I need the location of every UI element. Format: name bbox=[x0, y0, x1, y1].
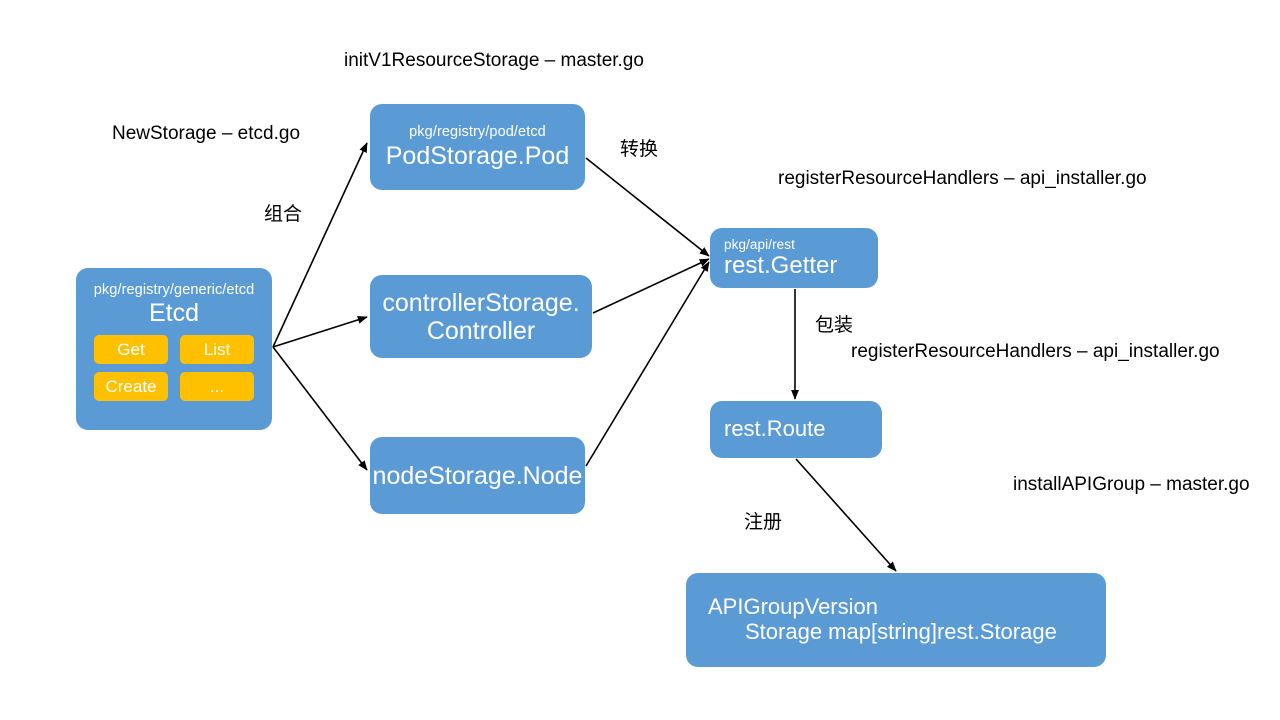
node-pod-storage-package-label: pkg/registry/pod/etcd bbox=[409, 124, 546, 141]
etcd-operation-get[interactable]: Get bbox=[94, 335, 168, 365]
node-pod-storage[interactable]: pkg/registry/pod/etcd PodStorage.Pod bbox=[370, 104, 585, 190]
edge-nodestorage-to-getter bbox=[585, 261, 710, 467]
node-rest-route-title: rest.Route bbox=[724, 416, 826, 442]
edge-label-convert: 转换 bbox=[620, 138, 659, 160]
node-rest-getter-package-label: pkg/api/rest bbox=[724, 236, 795, 252]
edge-route-to-apigroupversion bbox=[795, 458, 897, 572]
annotation-register-resource-handlers-upper: registerResourceHandlers – api_installer… bbox=[778, 168, 1147, 189]
node-controller-storage-title-line1: controllerStorage. bbox=[382, 288, 580, 317]
annotation-init-v1-resource-storage: initV1ResourceStorage – master.go bbox=[344, 50, 644, 71]
etcd-operation-create[interactable]: Create bbox=[94, 372, 168, 402]
edge-etcd-to-nodestorage bbox=[272, 346, 368, 471]
edge-controllerstorage-to-getter bbox=[592, 258, 710, 314]
etcd-operation-more[interactable]: ... bbox=[180, 372, 254, 402]
annotation-register-resource-handlers-lower: registerResourceHandlers – api_installer… bbox=[851, 341, 1220, 362]
edge-label-register: 注册 bbox=[744, 511, 783, 533]
node-rest-getter-title: rest.Getter bbox=[724, 251, 838, 279]
node-api-group-version[interactable]: APIGroupVersion Storage map[string]rest.… bbox=[686, 573, 1106, 667]
annotation-install-api-group: installAPIGroup – master.go bbox=[1013, 474, 1250, 495]
edge-etcd-to-controllerstorage bbox=[272, 315, 368, 348]
node-pod-storage-title: PodStorage.Pod bbox=[385, 141, 570, 170]
edge-podstorage-to-getter bbox=[585, 157, 710, 257]
node-rest-route[interactable]: rest.Route bbox=[710, 401, 882, 458]
annotation-new-storage: NewStorage – etcd.go bbox=[112, 123, 301, 144]
node-node-storage[interactable]: nodeStorage.Node bbox=[370, 437, 585, 514]
node-controller-storage[interactable]: controllerStorage. Controller bbox=[370, 275, 592, 358]
edge-etcd-to-podstorage bbox=[272, 142, 368, 348]
node-controller-storage-title-line2: Controller bbox=[426, 316, 536, 345]
edge-label-composition: 组合 bbox=[264, 203, 303, 225]
node-etcd[interactable]: pkg/registry/generic/etcd Etcd Get List … bbox=[76, 268, 272, 430]
node-api-group-version-field: Storage map[string]rest.Storage bbox=[745, 619, 1057, 644]
node-node-storage-title: nodeStorage.Node bbox=[372, 461, 583, 490]
edge-label-wrap: 包装 bbox=[815, 314, 854, 336]
node-etcd-title: Etcd bbox=[148, 299, 200, 328]
node-rest-getter[interactable]: pkg/api/rest rest.Getter bbox=[710, 228, 878, 288]
node-etcd-package-label: pkg/registry/generic/etcd bbox=[93, 282, 255, 298]
node-api-group-version-title: APIGroupVersion bbox=[708, 594, 878, 620]
etcd-operations-grid: Get List Create ... bbox=[76, 335, 272, 402]
etcd-operation-list[interactable]: List bbox=[180, 335, 254, 365]
